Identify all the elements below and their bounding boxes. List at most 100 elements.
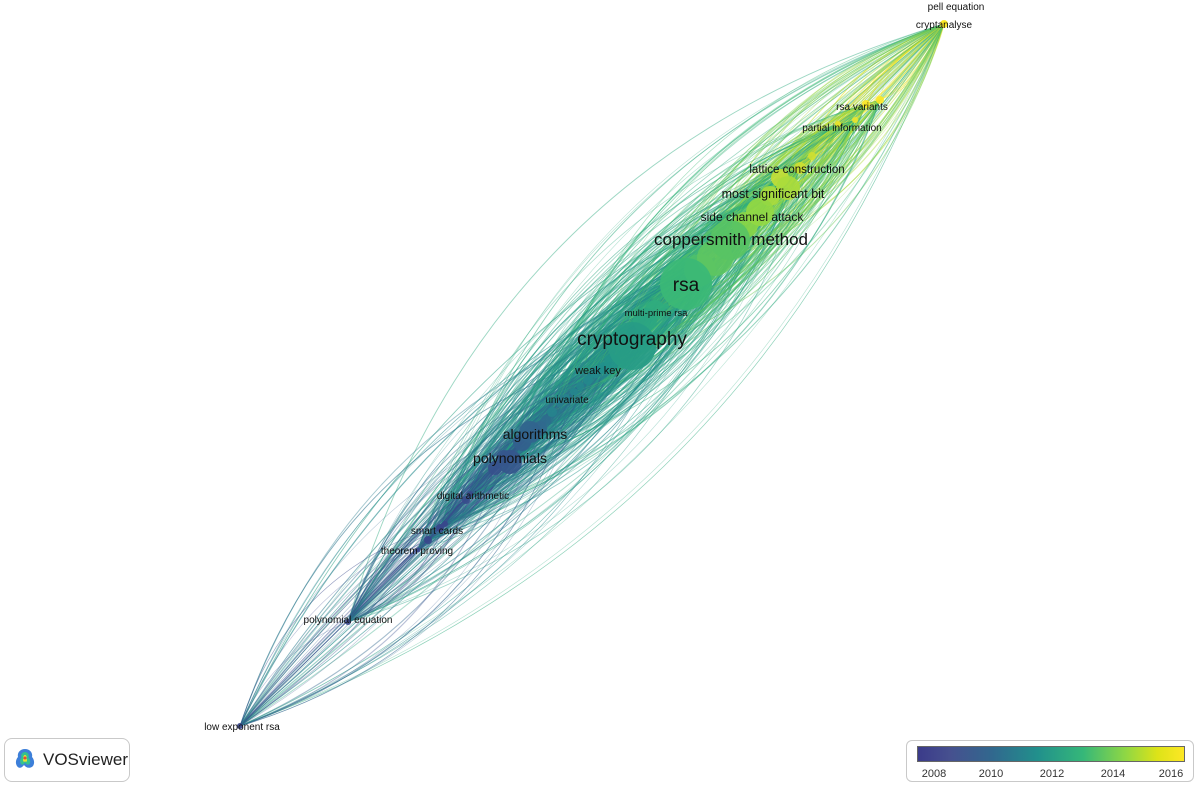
network-edge (444, 224, 746, 525)
node-label-cryptography[interactable]: cryptography (577, 329, 687, 350)
network-edge (509, 155, 813, 463)
node-label-theorem-proving[interactable]: theorem proving (381, 546, 453, 557)
network-edge (347, 167, 801, 623)
network-edge (469, 119, 856, 495)
network-node[interactable] (862, 100, 870, 108)
node-label-digital-arithmetic[interactable]: digital arithmetic (437, 491, 509, 502)
node-label-univariate[interactable]: univariate (545, 395, 589, 406)
network-edge (347, 23, 945, 623)
network-edge (239, 239, 731, 727)
network-edge (469, 269, 701, 495)
network-edge (239, 419, 547, 727)
node-label-weak-key[interactable]: weak key (574, 365, 621, 377)
network-edge (239, 283, 687, 727)
network-edge (239, 23, 945, 727)
network-edge (417, 269, 701, 551)
network-node[interactable] (442, 521, 448, 527)
network-node[interactable] (424, 536, 432, 544)
network-edge (521, 119, 856, 443)
network-edge (239, 155, 813, 727)
node-label-pell-equation[interactable]: pell equation (928, 2, 985, 13)
network-node[interactable] (519, 421, 541, 443)
network-node[interactable] (562, 394, 570, 402)
network-edge (347, 103, 867, 623)
node-label-partial-information[interactable]: partial information (802, 123, 881, 134)
label-layer: pell equation cryptanalyse rsa variants … (204, 2, 984, 733)
network-node[interactable] (776, 176, 800, 200)
network-node[interactable] (808, 152, 816, 160)
network-node[interactable] (415, 547, 421, 553)
node-label-polynomial-equation[interactable]: polynomial equation (304, 615, 393, 626)
node-label-most-significant-bit[interactable]: most significant bit (722, 187, 825, 201)
network-edge (427, 211, 761, 541)
network-edge (239, 23, 945, 727)
node-label-multi-prime-rsa[interactable]: multi-prime rsa (625, 308, 689, 319)
network-edge (347, 319, 646, 623)
network-edge (239, 177, 781, 727)
network-edge (239, 391, 575, 727)
network-edge (239, 493, 471, 727)
network-edge (551, 103, 867, 413)
network-edge (551, 119, 856, 413)
network-node[interactable] (660, 258, 712, 310)
network-edge (865, 23, 945, 105)
network-node[interactable] (576, 382, 584, 390)
node-label-coppersmith-method[interactable]: coppersmith method (654, 230, 808, 249)
network-edge (239, 23, 945, 727)
network-node[interactable] (547, 407, 557, 417)
network-edge (239, 397, 567, 727)
network-node[interactable] (710, 220, 750, 260)
network-edge (469, 123, 839, 495)
network-edge (469, 224, 746, 495)
node-label-smart-cards[interactable]: smart cards (411, 526, 463, 537)
network-edge (469, 309, 656, 495)
network-node[interactable] (462, 496, 470, 504)
network-edge (239, 523, 446, 727)
legend-tick-2010: 2010 (978, 768, 1004, 780)
network-node[interactable] (467, 491, 473, 497)
network-edge (503, 23, 945, 459)
network-edge (595, 23, 945, 373)
network-edge (239, 257, 716, 727)
node-label-side-channel-attack[interactable]: side channel attack (701, 210, 805, 224)
network-edge (521, 103, 867, 443)
network-node[interactable] (345, 619, 351, 625)
network-edge (239, 224, 746, 727)
network-node[interactable] (556, 400, 564, 408)
network-edge (444, 119, 856, 525)
network-edge (347, 119, 856, 623)
network-edge (347, 177, 781, 623)
network-edge (439, 123, 839, 529)
network-node[interactable] (436, 524, 444, 532)
node-label-polynomials[interactable]: polynomials (473, 450, 547, 466)
network-node[interactable] (570, 388, 578, 396)
network-edge (494, 119, 856, 469)
node-label-low-exponent-rsa[interactable]: low exponent rsa (204, 722, 280, 733)
network-edge (521, 23, 945, 443)
network-edge (239, 309, 656, 727)
node-label-rsa[interactable]: rsa (673, 275, 700, 296)
network-edge (417, 23, 945, 551)
network-node[interactable] (852, 117, 858, 123)
network-edge (239, 549, 419, 727)
network-edge (239, 411, 553, 727)
network-edge (444, 367, 605, 525)
network-edge (539, 23, 945, 429)
node-label-rsa-variants[interactable]: rsa variants (836, 102, 888, 113)
network-node[interactable] (940, 20, 948, 28)
network-node[interactable] (835, 121, 841, 127)
network-node[interactable] (237, 723, 243, 729)
network-node[interactable] (498, 450, 522, 474)
node-label-algorithms[interactable]: algorithms (503, 426, 568, 442)
network-node[interactable] (876, 96, 884, 104)
network-edge (494, 99, 881, 469)
node-label-cryptanalyse[interactable]: cryptanalyse (916, 20, 973, 31)
network-node[interactable] (746, 198, 774, 226)
network-edge (239, 621, 349, 727)
network-node[interactable] (608, 322, 656, 370)
network-node[interactable] (794, 162, 806, 174)
network-node[interactable] (583, 375, 593, 385)
network-edge (417, 379, 589, 551)
node-label-lattice-construction[interactable]: lattice construction (749, 164, 844, 176)
network-edge (347, 411, 553, 623)
